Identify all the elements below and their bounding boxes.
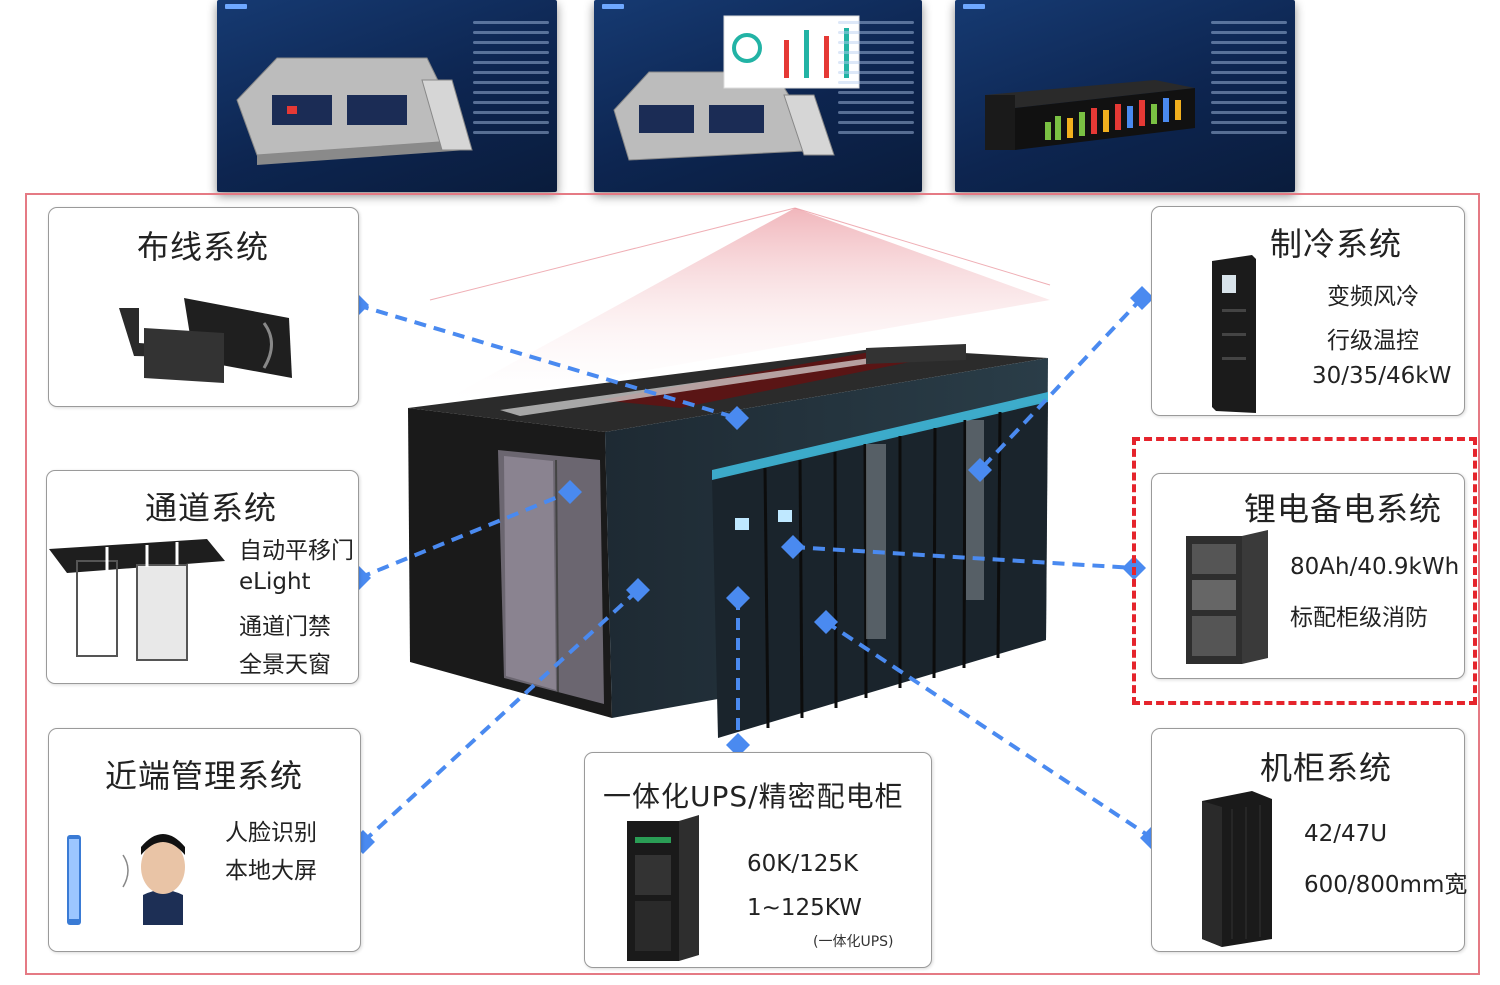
aisle-feature-1: 自动平移门	[239, 538, 354, 564]
cooling-feature-2: 行级温控	[1327, 328, 1419, 354]
dashboard-screenshot-1	[217, 0, 557, 192]
panel-title: 一体化UPS/精密配电柜	[603, 780, 904, 813]
panel-near-end-management: 近端管理系统 人脸识别 本地大屏	[48, 728, 361, 952]
cabinet-feature-2: 600/800mm宽	[1304, 872, 1468, 898]
dashboard-screenshot-2	[594, 0, 922, 192]
ups-cabinet-icon	[627, 815, 699, 961]
panel-title: 近端管理系统	[105, 757, 304, 795]
panel-aisle-system: 通道系统 自动平移门 eLight 通道门禁 全景天窗	[46, 470, 359, 684]
near-end-feature-2: 本地大屏	[225, 858, 317, 884]
battery-highlight-box	[1132, 437, 1477, 705]
panel-cooling-system: 制冷系统 变频风冷 行级温控 30/35/46kW	[1151, 206, 1465, 416]
dashboard-screenshot-3	[955, 0, 1295, 192]
cable-tray-icon	[119, 298, 292, 383]
aisle-feature-4: 全景天窗	[239, 652, 331, 678]
ups-feature-2: 1~125KW	[747, 895, 862, 921]
server-rack-icon	[1202, 791, 1272, 947]
panel-title: 通道系统	[145, 489, 278, 527]
aisle-door-icon	[49, 539, 225, 661]
panel-battery-system: 锂电备电系统 80Ah/40.9kWh 标配柜级消防	[1151, 473, 1465, 679]
battery-cabinet-icon	[1186, 530, 1268, 664]
panel-ups-distribution: 一体化UPS/精密配电柜 60K/125K 1~125KW (一体化UPS)	[584, 752, 932, 968]
ups-feature-1: 60K/125K	[747, 851, 859, 877]
near-end-feature-1: 人脸识别	[225, 820, 317, 846]
cooling-feature-1: 变频风冷	[1327, 284, 1419, 310]
panel-title: 布线系统	[137, 228, 270, 266]
aisle-feature-3: 通道门禁	[239, 614, 331, 640]
cooling-unit-icon	[1212, 255, 1256, 413]
panel-title: 机柜系统	[1260, 749, 1393, 787]
battery-feature-1: 80Ah/40.9kWh	[1290, 554, 1460, 580]
cooling-feature-3: 30/35/46kW	[1312, 363, 1452, 389]
battery-feature-2: 标配柜级消防	[1290, 605, 1428, 631]
panel-title: 制冷系统	[1270, 225, 1403, 263]
ups-note: (一体化UPS)	[813, 934, 894, 950]
highlight-frame	[25, 193, 1480, 975]
face-recognition-icon	[67, 834, 185, 925]
panel-title: 锂电备电系统	[1244, 490, 1443, 528]
panel-cabling-system: 布线系统	[48, 207, 359, 407]
panel-cabinet-system: 机柜系统 42/47U 600/800mm宽	[1151, 728, 1468, 952]
aisle-feature-2: eLight	[239, 569, 311, 595]
cabinet-feature-1: 42/47U	[1304, 821, 1388, 847]
